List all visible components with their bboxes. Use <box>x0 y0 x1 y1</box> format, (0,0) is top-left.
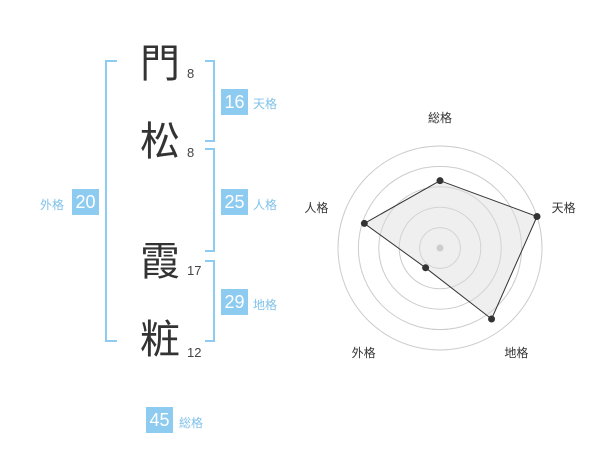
soukaku-value: 45 <box>146 407 173 433</box>
radar-ring-3 <box>378 186 502 310</box>
tenkaku-value: 16 <box>221 89 248 115</box>
name-char-3: 霞 <box>140 239 180 285</box>
chikaku-label: 地格 <box>253 298 278 312</box>
name-char-4: 粧 <box>140 317 180 363</box>
radar-ring-5 <box>337 145 543 351</box>
radar-point-3 <box>488 315 496 323</box>
radar-axis-label-5: 人格 <box>304 200 328 215</box>
tenkaku-bracket <box>205 60 215 142</box>
gaikaku-value: 20 <box>72 189 99 215</box>
gaikaku-bracket <box>105 60 117 342</box>
stroke-count-2: 8 <box>187 145 195 160</box>
radar-axis-label-4: 外格 <box>352 345 376 360</box>
stroke-count-1: 8 <box>187 66 195 81</box>
soukaku-label: 総格 <box>179 416 204 430</box>
name-char-2: 松 <box>140 119 180 165</box>
radar-ring-4 <box>357 165 523 331</box>
jinkaku-bracket <box>205 148 215 252</box>
radar-point-5 <box>360 219 368 227</box>
chikaku-value: 29 <box>221 289 248 315</box>
stroke-count-3: 17 <box>187 263 202 278</box>
chikaku-bracket <box>205 260 215 342</box>
stroke-count-4: 12 <box>187 345 202 360</box>
jinkaku-value: 25 <box>221 189 248 215</box>
jinkaku-label: 人格 <box>253 198 278 212</box>
tenkaku-label: 天格 <box>253 97 278 111</box>
radar-axis-label-3: 地格 <box>504 345 528 360</box>
gaikaku-label: 外格 <box>40 198 65 212</box>
name-char-1: 門 <box>140 41 180 87</box>
radar-point-1 <box>436 177 444 185</box>
radar-axis-label-1: 総格 <box>428 110 452 125</box>
radar-ring-2 <box>398 206 482 290</box>
radar-point-4 <box>422 264 430 272</box>
radar-ring-1 <box>419 227 461 269</box>
radar-point-2 <box>533 212 541 220</box>
radar-axis-label-2: 天格 <box>552 200 576 215</box>
radar-data-polygon <box>363 180 538 320</box>
radar-center-dot <box>436 244 444 252</box>
